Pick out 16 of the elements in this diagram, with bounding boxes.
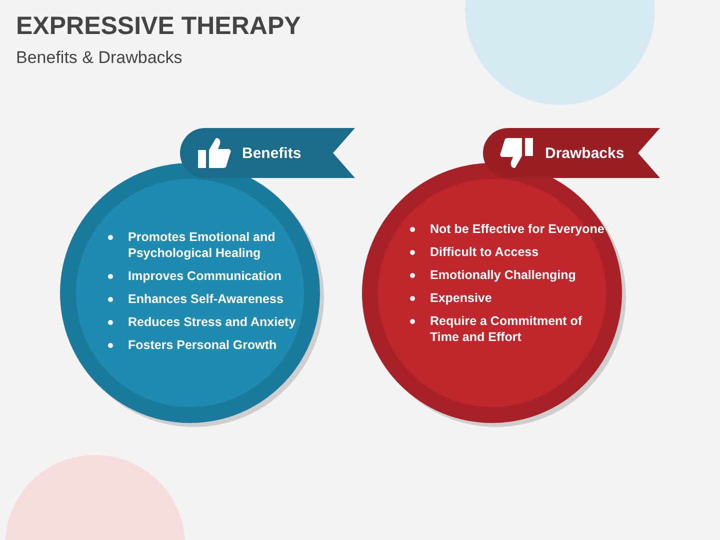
bullet-text: Promotes Emotional and Psychological Healing: [128, 230, 276, 260]
bullet-text: Emotionally Challenging: [430, 268, 576, 282]
bullet-text: Difficult to Access: [430, 245, 539, 259]
bullet-text: Expensive: [430, 291, 492, 305]
bullet-text: Fosters Personal Growth: [128, 338, 277, 352]
bullet-text: Improves Communication: [128, 269, 282, 283]
bullet-text: Reduces Stress and Anxiety: [128, 315, 296, 329]
banner: [483, 128, 660, 178]
bullet-text: Not be Effective for Everyone: [430, 222, 604, 236]
bullet-text: Enhances Self-Awareness: [128, 292, 284, 306]
title: EXPRESSIVE THERAPY: [16, 12, 301, 41]
banner-heading: Drawbacks: [545, 144, 624, 164]
subtitle: Benefits & Drawbacks: [16, 48, 182, 68]
banner: [180, 128, 355, 178]
banner-heading: Benefits: [242, 144, 302, 164]
bullet-text: Require a Commitment of Time and Effort: [430, 314, 582, 344]
